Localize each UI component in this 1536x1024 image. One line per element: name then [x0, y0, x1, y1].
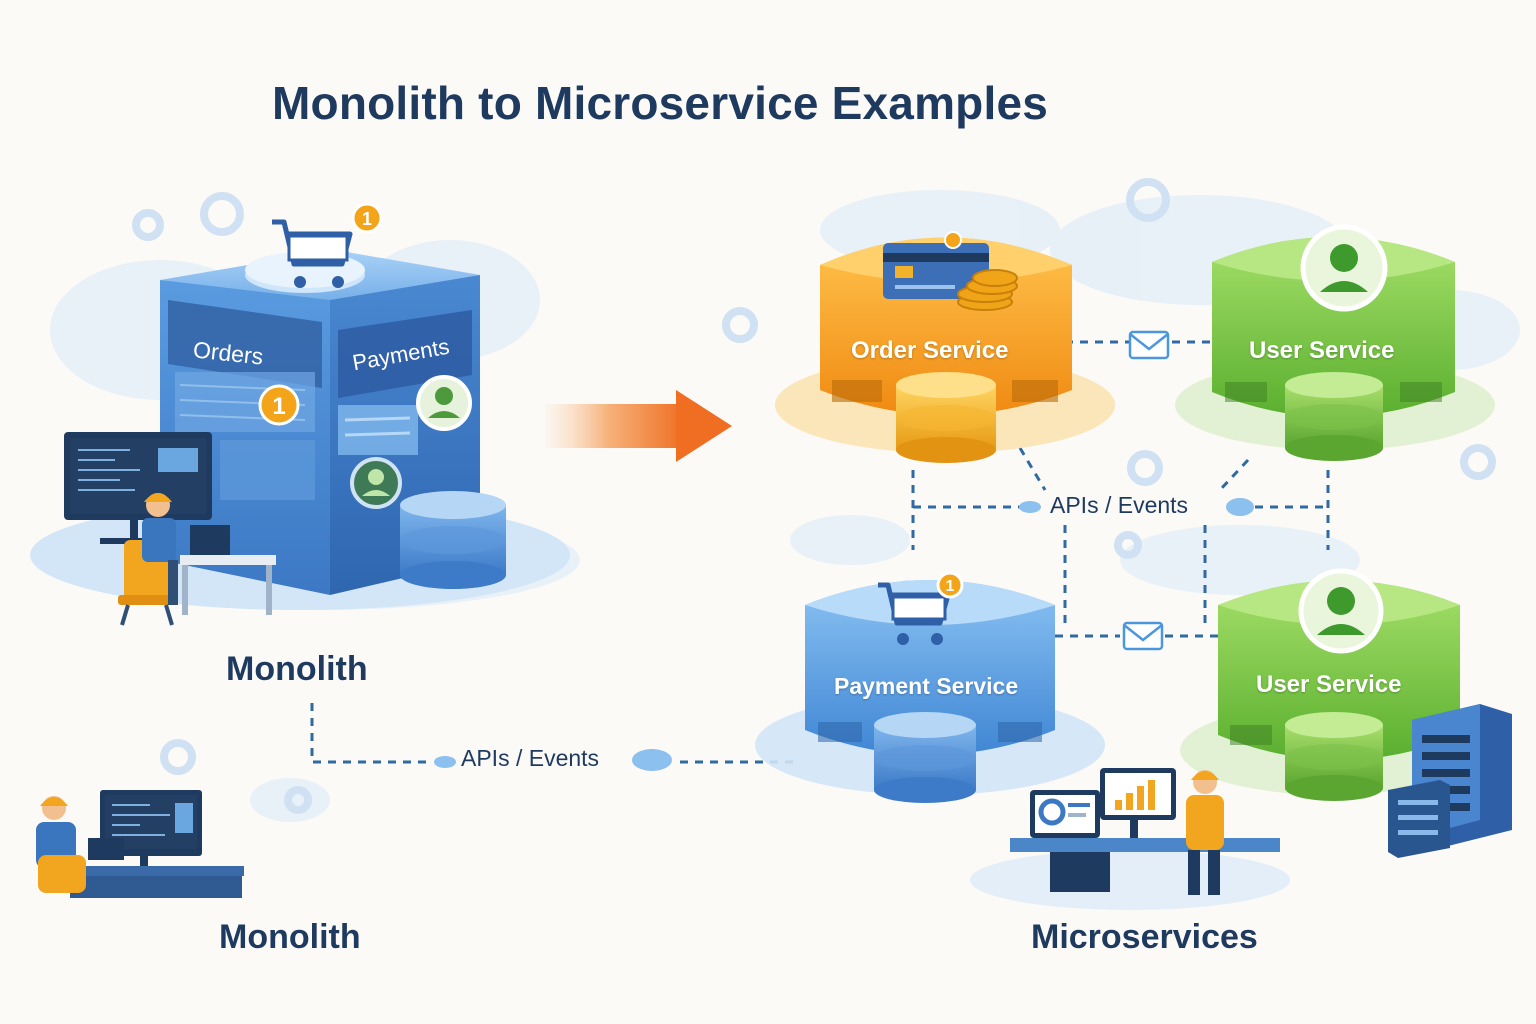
cart-icon — [878, 582, 951, 645]
transition-arrow — [545, 390, 732, 462]
cloud-icon — [434, 498, 1254, 771]
database-icon — [1285, 372, 1383, 461]
database-icon — [1285, 712, 1383, 801]
connector-label-microservices: APIs / Events — [1050, 492, 1189, 518]
database-icon — [874, 712, 976, 803]
order-service-label: Order Service — [851, 337, 1009, 364]
coins-icon — [957, 269, 1018, 311]
credit-card-icon — [883, 231, 989, 299]
connector-lines — [310, 340, 1330, 764]
envelope-icon — [1122, 330, 1170, 651]
worker-icon — [36, 790, 244, 898]
badge-count-payment: 1 — [946, 578, 955, 595]
user-service-node-bottom — [1180, 580, 1480, 795]
cart-icon — [272, 219, 353, 288]
user-service-label-bottom: User Service — [1256, 671, 1402, 698]
microservices-label: Microservices — [1031, 918, 1258, 956]
user-icon — [1300, 224, 1388, 312]
badge-count: 1 — [362, 209, 372, 229]
badge-count-orders: 1 — [272, 393, 285, 420]
database-icon — [896, 372, 996, 463]
notification-badge-orders: 1 — [258, 384, 300, 426]
server-rack-icon — [1388, 704, 1512, 858]
database-icon — [400, 491, 506, 589]
notification-badge: 1 — [351, 202, 383, 234]
worker-icon — [64, 432, 276, 626]
monolith-label-secondary: Monolith — [219, 918, 361, 956]
payment-service-node — [755, 580, 1105, 795]
monolith-label: Monolith — [226, 650, 368, 688]
user-icon — [416, 375, 472, 431]
page-title: Monolith to Microservice Examples — [272, 77, 1049, 129]
user-icon — [1298, 568, 1384, 654]
notification-badge-payment: 1 — [936, 571, 964, 599]
user-icon — [350, 457, 402, 509]
payment-service-label: Payment Service — [834, 673, 1019, 699]
connector-label-bridge: APIs / Events — [461, 745, 600, 771]
gear-icon — [132, 178, 1496, 814]
user-service-label-top: User Service — [1249, 337, 1395, 364]
worker-icon — [970, 768, 1290, 910]
